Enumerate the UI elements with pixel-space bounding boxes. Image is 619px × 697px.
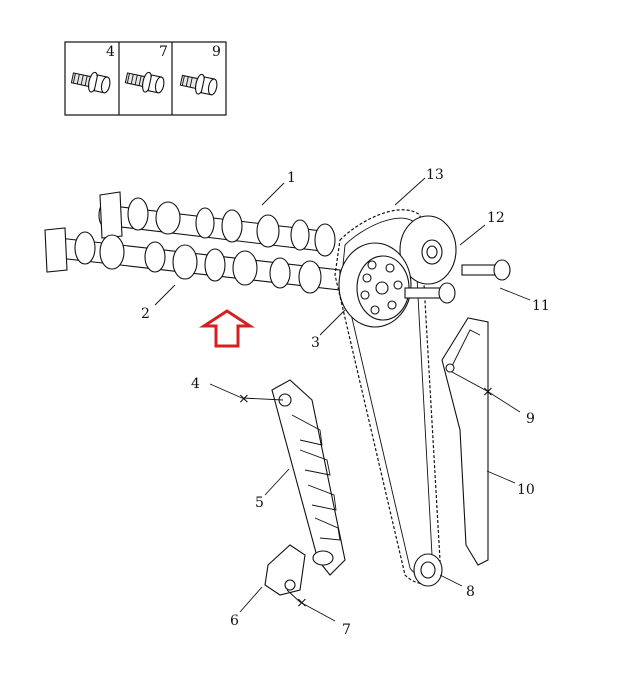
callout-7: 7 [342,622,351,638]
bolt-icon [404,282,456,304]
cross-marker-4: × [238,391,250,407]
callout-11: 11 [532,298,550,314]
bolt-icon [179,73,218,96]
callout-labels: 1 2 3 4 5 6 7 8 9 10 11 12 13 [141,167,550,638]
cross-marker-9: × [482,384,494,400]
legend-cell-label-4: 4 [106,44,115,60]
fixed-chain-guide [441,317,489,566]
fastener-legend-box: 4 7 9 [64,41,227,116]
leader-lines: × × × [154,177,531,622]
callout-5: 5 [255,495,264,511]
callout-12: 12 [487,210,505,226]
camshaft-exhaust [44,227,341,294]
callout-13: 13 [426,167,444,183]
callout-8: 8 [466,584,475,600]
tensioner-rail [271,379,346,576]
callout-4: 4 [191,376,200,392]
cross-marker-7: × [296,595,308,611]
callout-3: 3 [311,335,320,351]
direction-arrow-icon [198,309,256,348]
sprocket-exhaust [338,242,412,328]
legend-cell-label-9: 9 [212,44,221,60]
callout-1: 1 [287,170,296,186]
bolt-icon [461,259,511,281]
camshaft-intake [98,191,336,257]
legend-cell-label-7: 7 [159,44,168,60]
callout-2: 2 [141,306,150,322]
callout-10: 10 [517,482,535,498]
callout-9: 9 [526,411,535,427]
callout-6: 6 [230,613,239,629]
chain-tensioner [264,544,334,596]
bolt-icon [124,71,165,94]
crank-sprocket [413,553,443,587]
sprocket-intake [399,215,457,285]
bolt-icon [70,71,111,94]
